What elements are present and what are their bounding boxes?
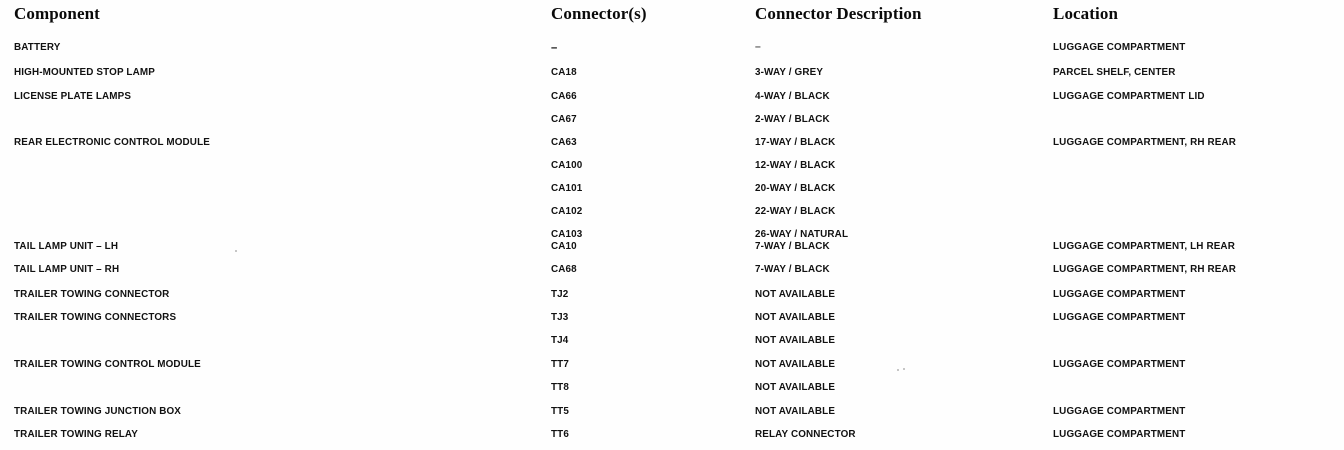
- scan-speck: [903, 368, 905, 370]
- cell-connector-description: 22-WAY / BLACK: [755, 205, 836, 217]
- cell-connector: CA100: [551, 159, 583, 171]
- cell-location: LUGGAGE COMPARTMENT, RH REAR: [1053, 136, 1237, 148]
- cell-connector: TJ3: [551, 311, 569, 323]
- cell-location: LUGGAGE COMPARTMENT: [1053, 405, 1186, 417]
- cell-connector-description: NOT AVAILABLE: [755, 358, 836, 370]
- cell-connector-description: NOT AVAILABLE: [755, 405, 836, 417]
- cell-connector-description: 26-WAY / NATURAL: [755, 228, 849, 240]
- cell-component: TRAILER TOWING JUNCTION BOX: [14, 405, 182, 417]
- cell-component: TRAILER TOWING RELAY: [14, 428, 139, 440]
- cell-component: BATTERY: [14, 41, 61, 53]
- cell-connector-description: –: [755, 41, 761, 53]
- cell-connector: CA67: [551, 113, 577, 125]
- cell-location: LUGGAGE COMPARTMENT, RH REAR: [1053, 263, 1237, 275]
- cell-connector: CA66: [551, 90, 577, 102]
- column-header-location: Location: [1053, 4, 1119, 23]
- cell-connector-description: 7-WAY / BLACK: [755, 263, 830, 275]
- cell-location: LUGGAGE COMPARTMENT LID: [1053, 90, 1205, 102]
- cell-connector-description: NOT AVAILABLE: [755, 311, 836, 323]
- cell-component: TRAILER TOWING CONNECTOR: [14, 288, 170, 300]
- cell-location: LUGGAGE COMPARTMENT: [1053, 311, 1186, 323]
- cell-connector-description: 17-WAY / BLACK: [755, 136, 836, 148]
- cell-component: TAIL LAMP UNIT – RH: [14, 263, 120, 275]
- cell-connector-description: 3-WAY / GREY: [755, 66, 824, 78]
- cell-component: REAR ELECTRONIC CONTROL MODULE: [14, 136, 210, 148]
- cell-connector: TT7: [551, 358, 569, 370]
- cell-connector-description: 12-WAY / BLACK: [755, 159, 836, 171]
- cell-connector: CA101: [551, 182, 583, 194]
- column-header-connector-description: Connector Description: [755, 4, 922, 23]
- cell-location: LUGGAGE COMPARTMENT: [1053, 358, 1186, 370]
- cell-location: LUGGAGE COMPARTMENT: [1053, 288, 1186, 300]
- column-header-connector: Connector(s): [551, 4, 647, 23]
- cell-connector-description: 7-WAY / BLACK: [755, 240, 830, 252]
- cell-component: TAIL LAMP UNIT – LH: [14, 240, 119, 252]
- cell-connector-description: NOT AVAILABLE: [755, 334, 836, 346]
- cell-connector-description: 4-WAY / BLACK: [755, 90, 830, 102]
- cell-component: TRAILER TOWING CONTROL MODULE: [14, 358, 201, 370]
- cell-connector: TT5: [551, 405, 569, 417]
- cell-connector: TT8: [551, 381, 569, 393]
- cell-connector: CA63: [551, 136, 577, 148]
- cell-connector: TT6: [551, 428, 569, 440]
- cell-connector: CA103: [551, 228, 583, 240]
- cell-location: LUGGAGE COMPARTMENT: [1053, 428, 1186, 440]
- cell-connector: CA18: [551, 66, 577, 78]
- cell-connector: TJ4: [551, 334, 569, 346]
- scan-speck: [235, 250, 237, 252]
- scan-speck: [897, 369, 899, 371]
- cell-connector: CA68: [551, 263, 577, 275]
- cell-location: LUGGAGE COMPARTMENT: [1053, 41, 1186, 53]
- cell-location: LUGGAGE COMPARTMENT, LH REAR: [1053, 240, 1235, 252]
- cell-connector: TJ2: [551, 288, 569, 300]
- cell-connector-description: NOT AVAILABLE: [755, 288, 836, 300]
- cell-connector: –: [551, 40, 558, 54]
- column-header-component: Component: [14, 4, 100, 23]
- cell-connector-description: NOT AVAILABLE: [755, 381, 836, 393]
- cell-connector-description: RELAY CONNECTOR: [755, 428, 856, 440]
- cell-component: HIGH-MOUNTED STOP LAMP: [14, 66, 155, 78]
- cell-connector: CA102: [551, 205, 583, 217]
- cell-connector-description: 20-WAY / BLACK: [755, 182, 836, 194]
- cell-connector-description: 2-WAY / BLACK: [755, 113, 830, 125]
- cell-component: LICENSE PLATE LAMPS: [14, 90, 132, 102]
- cell-location: PARCEL SHELF, CENTER: [1053, 66, 1176, 78]
- cell-connector: CA10: [551, 240, 577, 252]
- cell-component: TRAILER TOWING CONNECTORS: [14, 311, 177, 323]
